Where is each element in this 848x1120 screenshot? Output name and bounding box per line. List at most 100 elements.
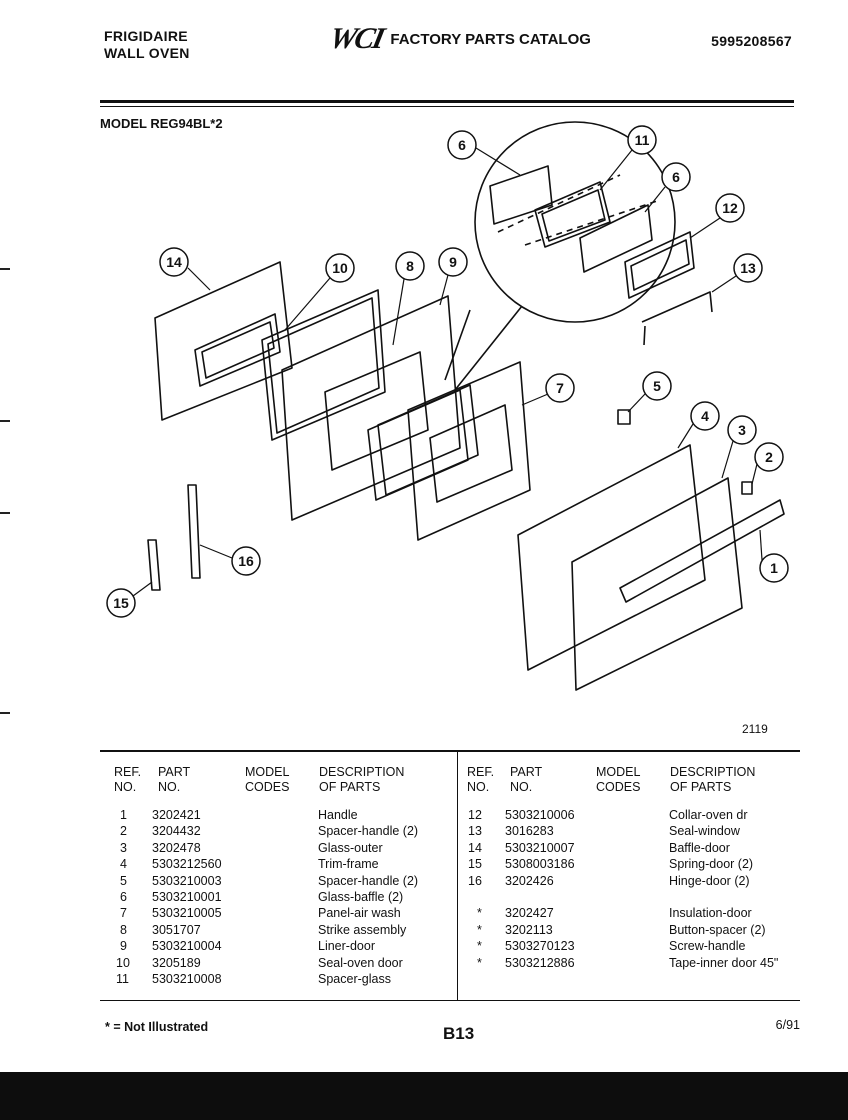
header-ref-no: REF.NO.	[114, 765, 142, 794]
magnifier-leader	[454, 305, 523, 391]
part-spacer-handle	[617, 409, 631, 425]
header-rule-thick	[100, 100, 794, 103]
table-top-rule	[100, 750, 800, 752]
assembly-dashes	[497, 174, 661, 246]
part-spring-door	[147, 539, 161, 591]
callout-5: 5	[642, 371, 672, 401]
callout-leaders	[132, 147, 763, 597]
callout-6: 6	[447, 130, 477, 160]
part-spacer-handle	[741, 481, 753, 495]
svg-text:10: 10	[332, 260, 348, 276]
document-number: 5995208567	[711, 33, 792, 49]
scan-edge-mark	[0, 420, 10, 422]
liner-door-window	[324, 351, 429, 471]
panel-window	[429, 404, 513, 503]
brand-block: FRIGIDAIRE WALL OVEN	[104, 28, 190, 62]
scan-edge-mark	[0, 712, 10, 714]
scan-edge-mark	[0, 512, 10, 514]
catalog-date: 6/91	[775, 1018, 800, 1032]
part-collar-oven-door	[624, 231, 695, 299]
part-panel-air-wash	[407, 361, 531, 541]
svg-text:13: 13	[740, 260, 756, 276]
callout-15: 15	[106, 588, 136, 618]
diagram-code: 2119	[742, 722, 768, 736]
part-glass-outer	[571, 477, 743, 691]
svg-text:4: 4	[701, 408, 709, 424]
svg-text:6: 6	[458, 137, 466, 153]
callout-2: 2	[754, 442, 784, 472]
svg-text:15: 15	[113, 595, 129, 611]
callout-16: 16	[231, 546, 261, 576]
callout-13: 13	[733, 253, 763, 283]
page-number: B13	[443, 1024, 475, 1043]
callout-9: 9	[438, 247, 468, 277]
svg-text:3: 3	[738, 422, 746, 438]
part-baffle-door	[154, 261, 293, 421]
callout-14: 14	[159, 247, 189, 277]
svg-text:1: 1	[770, 560, 778, 576]
not-illustrated-note: * = Not Illustrated	[105, 1020, 209, 1034]
callout-8: 8	[395, 251, 425, 281]
part-liner-door	[281, 295, 461, 521]
brand-name: FRIGIDAIRE	[104, 28, 188, 44]
callout-11: 11	[627, 125, 657, 155]
part-spacer-glass-detail	[534, 181, 611, 248]
callout-6b: 6	[661, 162, 691, 192]
scan-edge-mark	[0, 268, 10, 270]
svg-text:8: 8	[406, 258, 414, 274]
part-handle	[619, 499, 785, 603]
callout-3: 3	[727, 415, 757, 445]
callout-10: 10	[325, 253, 355, 283]
detail-magnifier-circle	[474, 121, 676, 323]
part-glass-baffle-detail	[579, 204, 653, 273]
part-seal-oven-door	[261, 289, 386, 441]
svg-text:7: 7	[556, 380, 564, 396]
model-label: MODEL REG94BL*2	[100, 116, 223, 131]
part-hinge-door	[187, 484, 201, 579]
catalog-header: WCI FACTORY PARTS CATALOG	[327, 22, 591, 55]
callout-4: 4	[690, 401, 720, 431]
catalog-title: FACTORY PARTS CATALOG	[390, 30, 591, 48]
header-rule-thin	[100, 106, 794, 107]
product-type: WALL OVEN	[104, 45, 190, 61]
callout-1: 1	[759, 553, 789, 583]
part-seal-window	[641, 291, 713, 346]
table-bottom-rule	[100, 1000, 800, 1001]
svg-text:2: 2	[765, 449, 773, 465]
part-glass-stack	[367, 384, 479, 501]
row-gap	[0, 890, 848, 906]
callout-7: 7	[545, 373, 575, 403]
exploded-parts-diagram: 6 11 6 12 13 14 10 8 9 5 7 4 3 2 1 16 15	[106, 121, 789, 691]
svg-text:5: 5	[653, 378, 661, 394]
svg-text:9: 9	[449, 254, 457, 270]
part-trim-frame	[517, 444, 706, 671]
svg-text:16: 16	[238, 553, 254, 569]
svg-text:12: 12	[722, 200, 738, 216]
baffle-door-window	[194, 313, 281, 387]
callout-group: 6 11 6 12 13 14 10 8 9 5 7 4 3 2 1 16 15	[106, 125, 789, 618]
